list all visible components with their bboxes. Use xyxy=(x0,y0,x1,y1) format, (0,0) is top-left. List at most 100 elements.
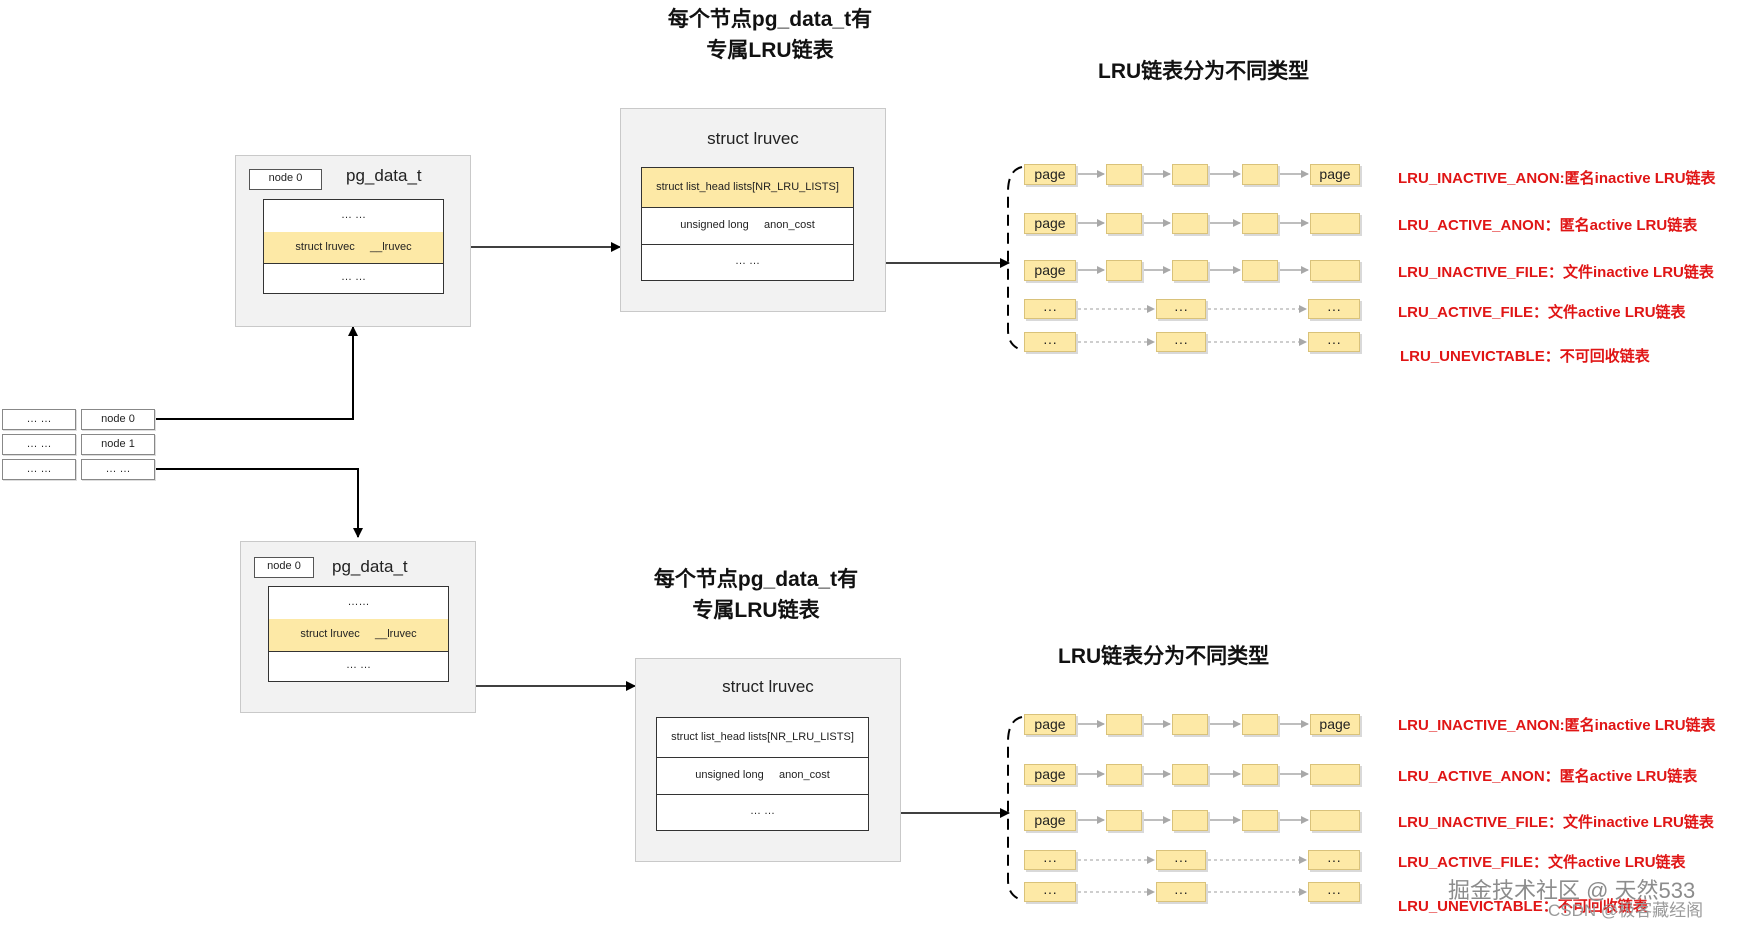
top-dots-e3: ··· xyxy=(1308,332,1360,352)
bottom-pgdata-row-3: … … xyxy=(345,659,372,671)
bottom-page-a3 xyxy=(1172,714,1208,735)
top-page-a4 xyxy=(1242,164,1278,185)
bottom-label-unevictable: LRU_UNEVICTABLE：不可回收链表 xyxy=(1398,898,1648,915)
bottom-page-c5 xyxy=(1310,810,1360,831)
top-dots-d1: ··· xyxy=(1024,299,1076,319)
top-pgdata-row-lruvec: struct lruvec __lruvec xyxy=(264,232,443,264)
bottom-heading: 每个节点pg_data_t有 专属LRU链表 xyxy=(596,564,916,626)
top-pgdata-row-3: … … xyxy=(340,271,367,283)
top-label-active-file: LRU_ACTIVE_FILE：文件active LRU链表 xyxy=(1398,304,1686,321)
bottom-label-inactive-anon: LRU_INACTIVE_ANON:匿名inactive LRU链表 xyxy=(1398,717,1716,734)
top-page-b3 xyxy=(1172,213,1208,234)
bottom-lruvec-row-anon-cost: unsigned long anon_cost xyxy=(657,757,868,795)
bottom-lruvec-row-lists: struct list_head lists[NR_LRU_LISTS] xyxy=(657,718,868,758)
top-label-inactive-file: LRU_INACTIVE_FILE：文件inactive LRU链表 xyxy=(1398,264,1714,281)
top-page-a2 xyxy=(1106,164,1142,185)
bottom-page-c1: page xyxy=(1024,810,1076,831)
bottom-dots-d3: ··· xyxy=(1308,850,1360,870)
top-page-a5: page xyxy=(1310,164,1360,185)
bottom-lruvec-row-3: … … xyxy=(749,805,776,817)
bottom-lruvec-table: struct list_head lists[NR_LRU_LISTS] uns… xyxy=(656,717,869,831)
arrow-node0-to-top-pgdata xyxy=(155,326,358,420)
bottom-pgdata-panel: node 0 pg_data_t …… struct lruvec __lruv… xyxy=(240,541,476,713)
watermark-juejin: 掘金技术社区 @ 天然533 xyxy=(1448,878,1696,903)
bottom-dots-d2: ··· xyxy=(1156,850,1206,870)
bottom-page-b4 xyxy=(1242,764,1278,785)
bottom-lruvec-panel: struct lruvec struct list_head lists[NR_… xyxy=(635,658,901,862)
bottom-dots-e1: ··· xyxy=(1024,882,1076,902)
node-array-node1: node 1 xyxy=(81,434,155,455)
bottom-page-a1: page xyxy=(1024,714,1076,735)
bottom-page-a5: page xyxy=(1310,714,1360,735)
top-page-c4 xyxy=(1242,260,1278,281)
top-lruvec-row-anon-cost: unsigned long anon_cost xyxy=(642,207,853,245)
node-array-more: … … xyxy=(81,459,155,480)
bottom-page-a2 xyxy=(1106,714,1142,735)
node-array-left-2: … … xyxy=(2,434,76,455)
top-dots-e1: ··· xyxy=(1024,332,1076,352)
node-array-left-3: … … xyxy=(2,459,76,480)
top-pgdata-table: … … struct lruvec __lruvec … … xyxy=(263,199,444,294)
top-page-b2 xyxy=(1106,213,1142,234)
top-pgdata-title: pg_data_t xyxy=(346,166,422,185)
top-pgdata-row-1: … … xyxy=(264,200,443,233)
top-lruvec-panel: struct lruvec struct list_head lists[NR_… xyxy=(620,108,886,312)
top-dots-e2: ··· xyxy=(1156,332,1206,352)
top-page-b4 xyxy=(1242,213,1278,234)
chain-arrows-bottom xyxy=(1078,720,1309,824)
top-page-b1: page xyxy=(1024,213,1076,234)
bottom-label-active-file: LRU_ACTIVE_FILE：文件active LRU链表 xyxy=(1398,854,1686,871)
chain-arrows-top xyxy=(1078,170,1309,274)
bottom-page-b5 xyxy=(1310,764,1360,785)
bottom-label-inactive-file: LRU_INACTIVE_FILE：文件inactive LRU链表 xyxy=(1398,814,1714,831)
chain-dotted-top xyxy=(1078,305,1307,346)
bottom-node-tag: node 0 xyxy=(254,557,314,578)
bottom-page-b2 xyxy=(1106,764,1142,785)
top-page-c1: page xyxy=(1024,260,1076,281)
bottom-pgdata-row-1: …… xyxy=(269,587,448,620)
bottom-pgdata-title: pg_data_t xyxy=(332,557,408,576)
chain-dotted-bottom xyxy=(1078,856,1307,896)
bottom-page-a4 xyxy=(1242,714,1278,735)
bottom-page-b3 xyxy=(1172,764,1208,785)
bottom-dots-d1: ··· xyxy=(1024,850,1076,870)
top-dots-d2: ··· xyxy=(1156,299,1206,319)
top-lruvec-table: struct list_head lists[NR_LRU_LISTS] uns… xyxy=(641,167,854,281)
top-page-c2 xyxy=(1106,260,1142,281)
top-page-c3 xyxy=(1172,260,1208,281)
top-label-inactive-anon: LRU_INACTIVE_ANON:匿名inactive LRU链表 xyxy=(1398,170,1716,187)
bottom-pgdata-table: …… struct lruvec __lruvec … … xyxy=(268,586,449,682)
bottom-dots-e3: ··· xyxy=(1308,882,1360,902)
node-array-node0: node 0 xyxy=(81,409,155,430)
top-heading-line1: 每个节点pg_data_t有 xyxy=(667,8,873,31)
top-page-a1: page xyxy=(1024,164,1076,185)
bottom-page-c3 xyxy=(1172,810,1208,831)
top-pgdata-panel: node 0 pg_data_t … … struct lruvec __lru… xyxy=(235,155,471,327)
top-page-c5 xyxy=(1310,260,1360,281)
top-page-a3 xyxy=(1172,164,1208,185)
bottom-heading-line1: 每个节点pg_data_t有 xyxy=(653,568,859,591)
top-lruvec-title: struct lruvec xyxy=(707,129,799,148)
top-label-unevictable: LRU_UNEVICTABLE：不可回收链表 xyxy=(1400,348,1650,365)
bottom-page-c2 xyxy=(1106,810,1142,831)
bottom-heading-line2: 专属LRU链表 xyxy=(692,599,820,622)
bottom-lruvec-title: struct lruvec xyxy=(722,677,814,696)
bottom-lru-heading: LRU链表分为不同类型 xyxy=(1058,645,1270,668)
top-lruvec-row-3: … … xyxy=(734,255,761,267)
node-array-left-1: … … xyxy=(2,409,76,430)
brace-bottom xyxy=(1007,716,1023,901)
top-heading-line2: 专属LRU链表 xyxy=(706,39,834,62)
top-dots-d3: ··· xyxy=(1308,299,1360,319)
top-lruvec-row-lists: struct list_head lists[NR_LRU_LISTS] xyxy=(642,168,853,208)
top-page-b5 xyxy=(1310,213,1360,234)
bottom-page-c4 xyxy=(1242,810,1278,831)
top-lru-heading: LRU链表分为不同类型 xyxy=(1098,60,1310,83)
brace-top xyxy=(1007,166,1023,351)
bottom-pgdata-row-lruvec: struct lruvec __lruvec xyxy=(269,619,448,652)
bottom-dots-e2: ··· xyxy=(1156,882,1206,902)
watermark-csdn: CSDN @极客藏经阁 xyxy=(1548,901,1704,920)
bottom-label-active-anon: LRU_ACTIVE_ANON：匿名active LRU链表 xyxy=(1398,768,1698,785)
top-label-active-anon: LRU_ACTIVE_ANON：匿名active LRU链表 xyxy=(1398,217,1698,234)
top-heading: 每个节点pg_data_t有 专属LRU链表 xyxy=(610,4,930,66)
